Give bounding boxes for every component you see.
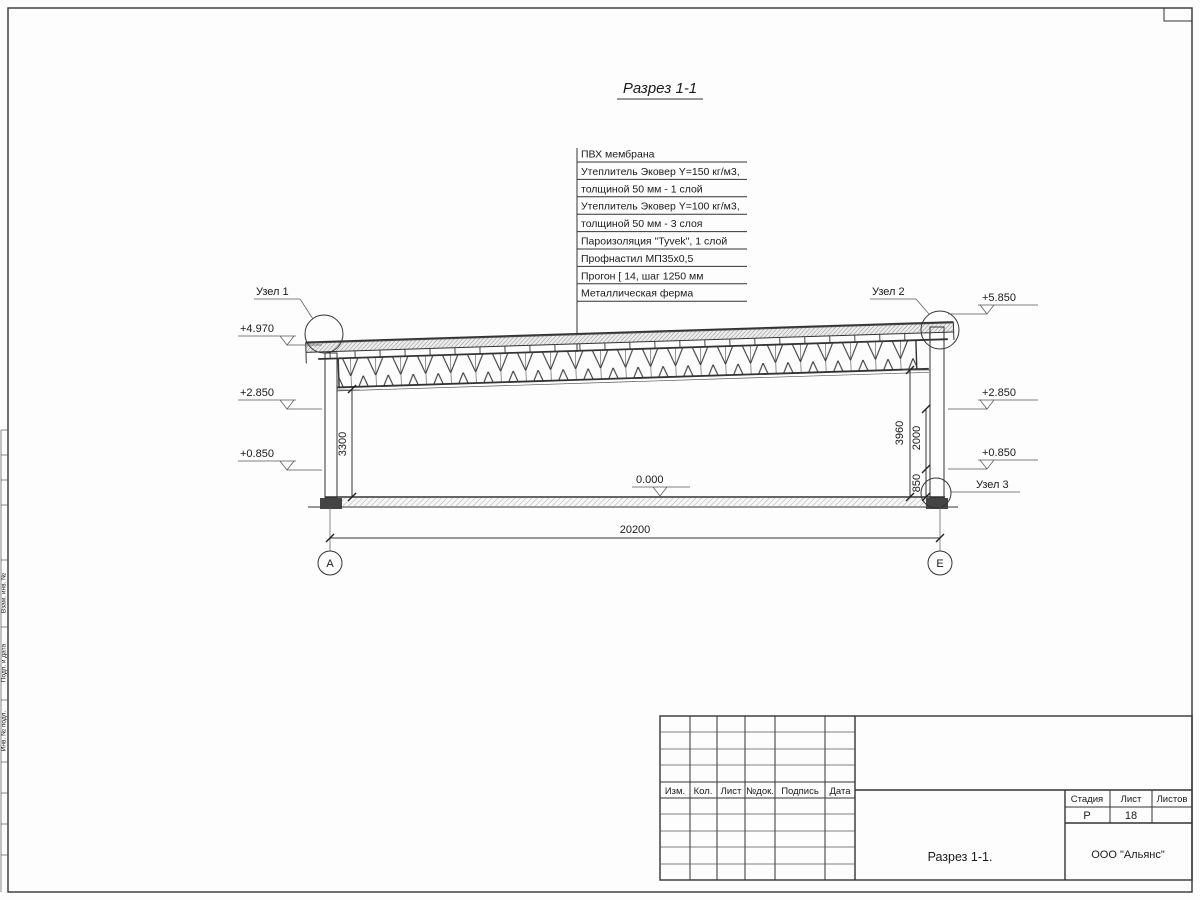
sheet-title: Разрез 1-1 <box>617 80 703 100</box>
level-right-5850: +5.850 <box>982 292 1016 304</box>
truss-bottom-chord <box>337 367 929 389</box>
callout-line-1: ПВХ мембрана <box>581 149 655 161</box>
tb-header-kol: Кол. <box>694 786 713 797</box>
margin-label-podp: Подп. и дата <box>1 643 8 682</box>
callout-line-8: Прогон [ 14, шаг 1250 мм <box>581 270 703 282</box>
vertical-dimensions: 3300 3960 2000 850 <box>337 365 931 502</box>
tb-doc-title: Разрез 1-1. <box>928 850 993 864</box>
tb-header-data: Дата <box>829 786 851 797</box>
zero-level-mark: 0.000 <box>632 474 690 497</box>
membrane-line <box>305 321 954 344</box>
callout-line-7: Профнастил МП35х0,5 <box>581 253 693 265</box>
tb-stage-value: Р <box>1083 810 1090 822</box>
node-2-label: Узел 2 <box>872 286 905 298</box>
level-left-2850: +2.850 <box>240 387 274 399</box>
tb-sheets-label: Листов <box>1157 794 1188 805</box>
dim-850: 850 <box>911 474 923 492</box>
node-3-circle <box>920 477 952 509</box>
tb-company: ООО "Альянс" <box>1091 849 1165 861</box>
horizontal-dimension: 20200 А Е <box>317 505 953 576</box>
callout-line-6: Пароизоляция "Tyvek", 1 слой <box>581 236 727 248</box>
corner-format-box <box>1163 7 1193 22</box>
node-3-label: Узел 3 <box>976 479 1009 491</box>
node-2-circle <box>920 310 960 350</box>
tb-sheet-label: Лист <box>1121 794 1142 805</box>
level-right-0850: +0.850 <box>982 447 1016 459</box>
dim-2000: 2000 <box>911 426 923 450</box>
margin-label-inv: Инв. № подл. <box>1 711 8 752</box>
tb-sheet-value: 18 <box>1125 810 1137 822</box>
page-frame <box>7 7 1193 893</box>
axis-e-bubble <box>927 550 953 576</box>
right-footing <box>926 498 948 509</box>
level-right-2850: +2.850 <box>982 387 1016 399</box>
callout-line-5: толщиной 50 мм - 3 слоя <box>581 218 703 230</box>
left-margin-column: Взам. инв. № Подп. и дата Инв. № подл. <box>1 429 8 892</box>
floor-slab-hatch <box>340 498 928 506</box>
elevation-marks-left: +4.970 +2.850 +0.850 <box>238 323 322 471</box>
node-1-circle <box>304 314 344 354</box>
tb-header-ndok: №док. <box>746 786 774 797</box>
callout-line-3: толщиной 50 мм - 1 слой <box>581 183 703 195</box>
dim-3300: 3300 <box>337 432 349 456</box>
tb-header-podpis: Подпись <box>781 786 819 797</box>
left-footing <box>320 498 342 509</box>
purlin-ticks <box>329 332 931 359</box>
axis-a-label: А <box>326 558 334 570</box>
roof-left-edge <box>305 342 307 364</box>
callout-line-4: Утеплитель Эковер Y=100 кг/м3, <box>581 201 740 213</box>
level-left-0850: +0.850 <box>240 448 274 460</box>
roof-insulation-band <box>305 323 954 353</box>
callout-line-2: Утеплитель Эковер Y=150 кг/м3, <box>581 166 740 178</box>
roof-truss-assembly <box>305 321 955 392</box>
title-block: Изм. Кол. Лист №док. Подпись Дата Стадия… <box>659 715 1193 881</box>
level-zero: 0.000 <box>636 474 664 486</box>
elevation-marks-right: +5.850 +2.850 +0.850 <box>948 292 1038 470</box>
roof-right-edge <box>952 322 955 341</box>
margin-label-vzam: Взам. инв. № <box>1 573 8 613</box>
walls-and-floor <box>308 326 958 509</box>
node-1-label: Узел 1 <box>256 286 289 298</box>
dim-3960: 3960 <box>894 421 906 445</box>
callout-line-9: Металлическая ферма <box>581 288 693 300</box>
material-callouts: ПВХ мембрана Утеплитель Эковер Y=150 кг/… <box>576 148 747 352</box>
section-title-text: Разрез 1-1 <box>623 80 697 97</box>
right-wall <box>929 326 945 499</box>
left-wall <box>324 352 338 499</box>
axis-e-label: Е <box>936 558 943 570</box>
level-left-4970: +4.970 <box>240 323 274 335</box>
tb-header-list: Лист <box>721 786 742 797</box>
node-callouts: Узел 1 Узел 2 Узел 3 <box>254 286 1020 509</box>
dim-20200: 20200 <box>620 524 651 536</box>
tb-header-izm: Изм. <box>665 786 685 797</box>
truss-web <box>338 340 917 388</box>
tb-stage-label: Стадия <box>1071 794 1103 805</box>
axis-a-bubble <box>317 550 343 576</box>
